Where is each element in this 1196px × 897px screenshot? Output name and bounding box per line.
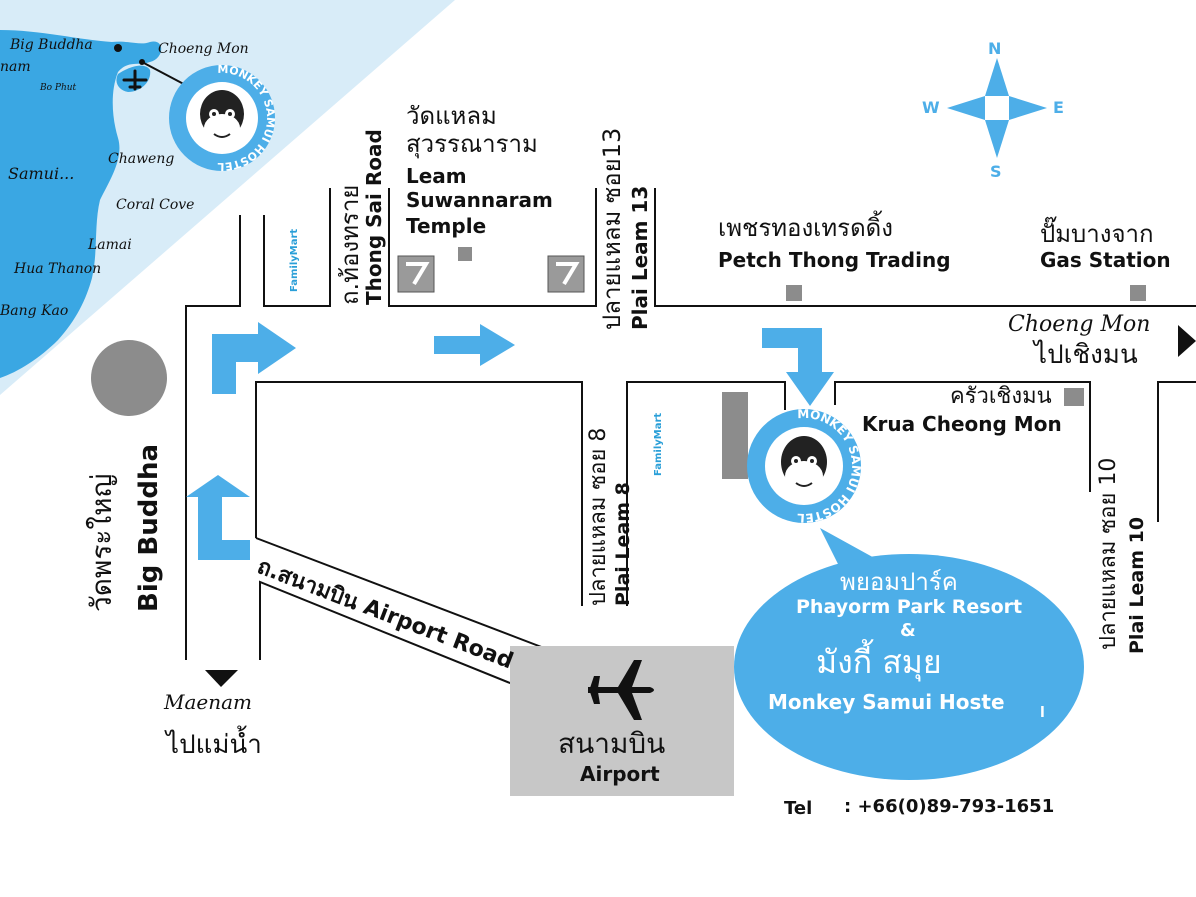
big-buddha-en: Big Buddha [134,444,164,612]
inset-label-choeng-mon: Choeng Mon [158,41,249,57]
tel-label: Tel [784,798,813,819]
choeng-mon-en: Choeng Mon [1008,312,1151,337]
compass-e: E [1053,98,1064,117]
resort-en-2: Monkey Samui Hoste [768,690,1005,714]
temple-thai-line2: สุวรรณาราม [406,130,538,158]
big-buddha-thai: วัดพระใหญ่ [85,473,118,612]
compass-n: N [988,39,1002,58]
seven-eleven-left [397,255,435,293]
maenam-arrow [205,670,238,687]
plai-leam-10-en: Plai Leam 10 [1126,516,1148,654]
familymart-left: FamilyMart [289,228,300,292]
resort-en-2-tail: l [1040,705,1045,721]
gas-station-marker [1130,285,1146,301]
inset-label-lamai: Lamai [88,237,132,253]
petch-thong-marker [786,285,802,301]
inset-label-bo-phut: Bo Phut [40,83,77,93]
inset-big-buddha-dot [114,44,122,52]
plai-leam-10-thai: ปลายแหลม ซอย 10 [1096,457,1121,650]
petch-thong-thai: เพชรทองเทรดดิ้ง [718,214,893,242]
inset-label-coral-cove: Coral Cove [116,197,195,213]
big-buddha-marker [91,340,167,416]
inset-label-samui: Samui... [8,164,75,183]
choeng-mon-thai: ไปเชิงมน [1034,340,1138,370]
inset-label-hua-thanon: Hua Thanon [14,261,102,277]
airport-en: Airport [580,762,660,786]
resort-en-1: Phayorm Park Resort [796,596,1023,618]
choeng-mon-arrow [1178,325,1196,357]
inset-label-bang-kao: Bang Kao [0,303,69,319]
inset-label-big-buddha: Big Buddha [10,37,93,53]
gas-station-en: Gas Station [1040,248,1171,272]
plai-leam-8-thai: ปลายแหลม ซอย 8 [586,427,611,606]
gas-station-thai: ปั๊มบางจาก [1040,220,1154,248]
resort-thai-2: มังกี้ สมุย [816,643,942,681]
airport-box [510,646,734,796]
temple-en-line1: Leam [406,164,467,188]
thong-sai-thai: ถ.ท้องทราย [336,184,364,305]
route-arrows [186,322,834,560]
hostel-monkey-logo: MONKEY SAMUI HOSTEL [747,407,863,525]
plai-leam-8-en: Plai Leam 8 [612,482,634,606]
resort-bubble [734,528,1084,780]
temple-en-line2: Suwannaram [406,188,553,212]
krua-en: Krua Cheong Mon [862,412,1062,436]
petch-thong-en: Petch Thong Trading [718,248,951,272]
plai-leam-13-en: Plai Leam 13 [628,185,652,330]
resort-thai-1: พยอมปาร์ค [840,568,958,596]
plai-leam-13-thai: ปลายแหลม ซอย13 [598,127,626,330]
building-marker [722,392,748,479]
compass-s: S [990,162,1002,181]
familymart-right: FamilyMart [653,412,664,476]
seven-eleven-right [547,255,585,293]
maenam-en: Maenam [164,690,253,714]
resort-amp: & [900,620,916,641]
airport-thai: สนามบิน [558,727,666,760]
compass-w: W [922,98,940,117]
temple-en-line3: Temple [406,214,487,238]
road-network [185,188,1196,701]
temple-marker [458,247,472,261]
inset-monkey-logo: MONKEY SAMUI HOSTEL [169,63,277,173]
krua-marker [1064,388,1084,406]
inset-label-maenam: nam [0,59,31,75]
inset-label-chaweng: Chaweng [108,151,175,167]
temple-thai-line1: วัดแหลม [406,102,497,130]
maenam-thai: ไปแม่น้ำ [166,730,262,760]
tel-number: : +66(0)89-793-1651 [844,796,1055,817]
thong-sai-en: Thong Sai Road [362,129,386,305]
airplane-icon [588,660,654,720]
inset-airport-icon [122,69,148,91]
compass-rose [947,58,1047,158]
krua-thai: ครัวเชิงมน [950,384,1052,409]
